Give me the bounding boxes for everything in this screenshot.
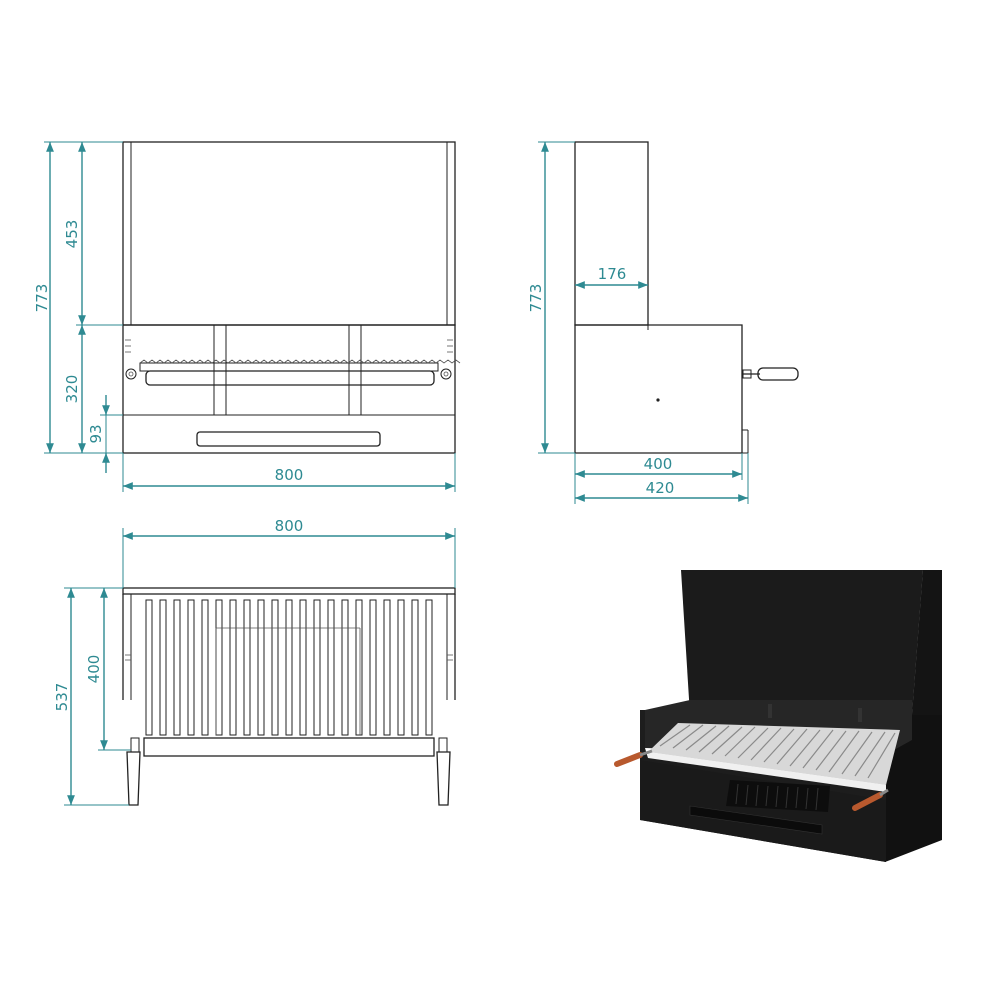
front-total-height-label: 773 (33, 284, 51, 313)
side-dimensions: 773 176 400 420 (527, 141, 749, 504)
top-view: 800 537 400 (53, 517, 456, 806)
front-box-height-label: 320 (63, 375, 81, 404)
front-width-label: 800 (275, 466, 304, 484)
right-handle-top (436, 751, 451, 806)
top-dimensions: 800 537 400 (53, 517, 456, 806)
front-dimensions: 773 453 320 93 800 (33, 141, 456, 492)
side-firebox (574, 324, 743, 454)
front-drawer-height-label: 93 (87, 424, 105, 443)
render-left-handle (614, 752, 643, 767)
product-render (614, 570, 942, 862)
render-drawer-handle (689, 805, 823, 835)
side-total-height-label: 773 (527, 284, 545, 313)
front-drawer-handle (196, 431, 381, 447)
render-grill-rack (648, 723, 900, 792)
top-front-bar (143, 737, 435, 757)
top-grill-bars (145, 599, 433, 736)
front-grill-rack (125, 359, 461, 386)
side-total-depth-label: 420 (646, 479, 675, 497)
side-hood (574, 141, 649, 326)
front-hood-height-label: 453 (63, 220, 81, 249)
side-box-depth-label: 400 (644, 455, 673, 473)
top-total-depth-label: 537 (53, 683, 71, 712)
front-hood (122, 141, 456, 326)
front-firebox (122, 324, 461, 454)
side-handle (742, 367, 799, 381)
side-hood-depth-label: 176 (598, 265, 627, 283)
left-handle-top (126, 751, 141, 806)
front-view: 773 453 320 93 800 (33, 141, 461, 492)
render-right-handle (852, 792, 883, 811)
top-frame (122, 587, 456, 595)
top-width-label: 800 (275, 517, 304, 535)
side-view: 773 176 400 420 (527, 141, 799, 504)
top-grill-depth-label: 400 (85, 655, 103, 684)
